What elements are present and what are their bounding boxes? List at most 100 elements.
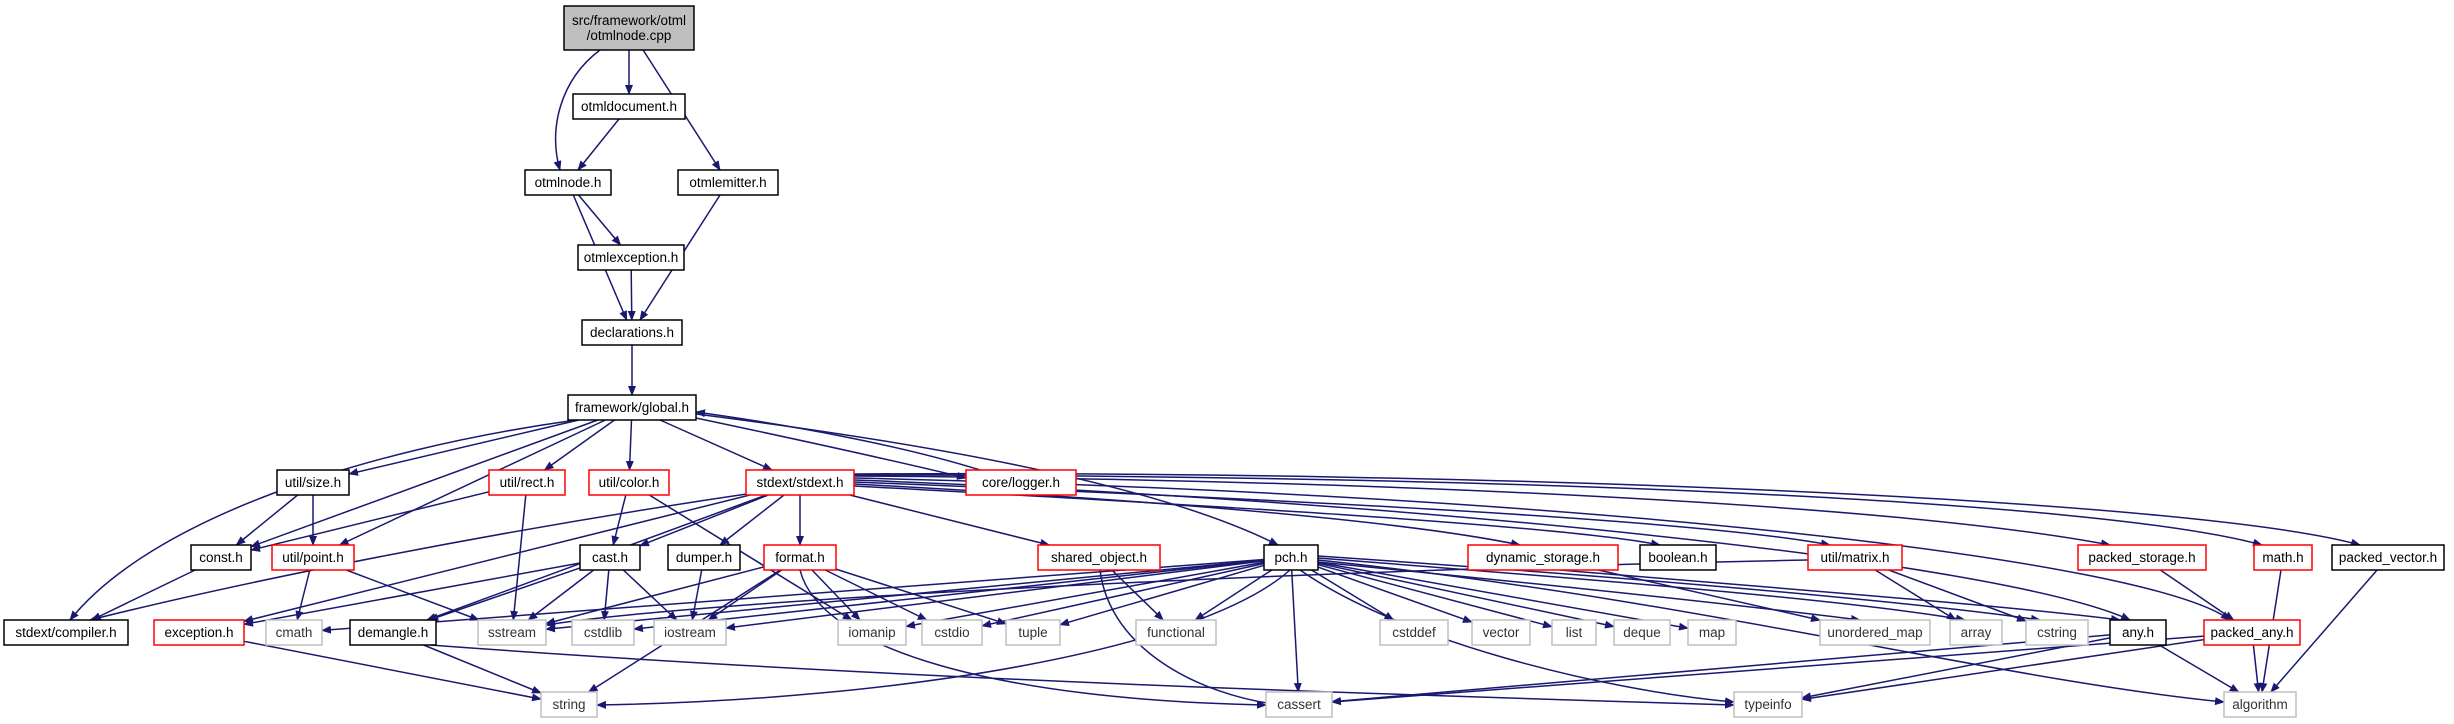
node-label: cast.h: [592, 550, 628, 565]
edge-otmlnode_cpp-to-otmlnode_h: [553, 49, 601, 171]
node-label: stdext/stdext.h: [756, 475, 843, 490]
node-matrix_h[interactable]: util/matrix.h: [1807, 544, 1903, 571]
node-packed_storage_h[interactable]: packed_storage.h: [2077, 544, 2207, 571]
node-exception_h[interactable]: exception.h: [153, 619, 245, 646]
node-box: [1379, 619, 1449, 646]
edge-pch_h-to-functional: [1194, 569, 1273, 621]
edge-stdext_h-to-dynamic_storage_h: [853, 483, 1521, 548]
node-label: packed_any.h: [2210, 625, 2293, 640]
node-label: exception.h: [164, 625, 233, 640]
node-color_h[interactable]: util/color.h: [588, 469, 670, 496]
node-label: format.h: [775, 550, 825, 565]
edge-pch_h-to-cstring: [1317, 555, 2041, 623]
node-global_h[interactable]: framework/global.h: [567, 394, 697, 421]
node-box: [677, 169, 779, 196]
edge-global_h-to-compiler_h: [69, 419, 577, 621]
node-box: [571, 619, 635, 646]
node-tuple: tuple: [1005, 619, 1061, 646]
node-packed_vector_h[interactable]: packed_vector.h: [2331, 544, 2445, 571]
node-declarations_h[interactable]: declarations.h: [581, 319, 683, 346]
node-logger_h[interactable]: core/logger.h: [965, 469, 1077, 496]
edge-packed_any_h-to-algorithm: [2252, 644, 2262, 693]
node-iomanip: iomanip: [837, 619, 907, 646]
node-otmldocument_h[interactable]: otmldocument.h: [572, 93, 686, 120]
edge-otmlnode_h-to-otmlexception_h: [577, 194, 622, 246]
node-pch_h[interactable]: pch.h: [1263, 544, 1319, 571]
edge-format_h-to-cstdio: [824, 569, 928, 621]
node-box: [349, 619, 437, 646]
edge-matrix_h-to-cstring: [1888, 569, 2027, 622]
node-dumper_h[interactable]: dumper.h: [667, 544, 741, 571]
node-box: [1471, 619, 1531, 646]
node-box: [965, 469, 1077, 496]
node-box: [577, 244, 685, 271]
node-box: [581, 319, 683, 346]
node-any_h[interactable]: any.h: [2109, 619, 2167, 646]
node-format_h[interactable]: format.h: [763, 544, 837, 571]
edge-pch_h-to-cstdio: [981, 562, 1265, 628]
edge-pch_h-to-map: [1317, 561, 1689, 631]
node-label: util/color.h: [599, 475, 660, 490]
node-functional: functional: [1135, 619, 1217, 646]
node-boolean_h[interactable]: boolean.h: [1639, 544, 1717, 571]
node-shared_object_h[interactable]: shared_object.h: [1037, 544, 1161, 571]
node-label: algorithm: [2232, 697, 2288, 712]
node-box: [745, 469, 855, 496]
node-box: [921, 619, 983, 646]
node-box: [2025, 619, 2089, 646]
node-box: [2203, 619, 2301, 646]
node-box: [3, 619, 129, 646]
node-box: [572, 93, 686, 120]
node-box: [563, 5, 695, 51]
edge-packed_any_h-to-typeinfo: [1801, 638, 2205, 703]
edge-demangle_h-to-typeinfo: [429, 644, 1735, 709]
node-otmlnode_cpp[interactable]: src/framework/otml/otmlnode.cpp: [563, 5, 695, 51]
node-box: [1819, 619, 1931, 646]
node-demangle_h[interactable]: demangle.h: [349, 619, 437, 646]
node-box: [1639, 544, 1717, 571]
node-box: [1467, 544, 1619, 571]
node-label: any.h: [2122, 625, 2154, 640]
edge-exception_h-to-string: [243, 640, 542, 702]
node-rect_h[interactable]: util/rect.h: [488, 469, 566, 496]
node-box: [667, 544, 741, 571]
node-box: [1263, 544, 1319, 571]
node-cstdio: cstdio: [921, 619, 983, 646]
node-math_h[interactable]: math.h: [2253, 544, 2313, 571]
node-label: otmlemitter.h: [689, 175, 766, 190]
node-dynamic_storage_h[interactable]: dynamic_storage.h: [1467, 544, 1619, 571]
edge-dynamic_storage_h-to-any_h: [1559, 569, 2121, 623]
node-label: framework/global.h: [575, 400, 689, 415]
node-size_h[interactable]: util/size.h: [276, 469, 350, 496]
edges-layer: [69, 49, 2378, 709]
edge-stdext_h-to-any_h: [853, 479, 2131, 621]
edge-stdext_h-to-math_h: [853, 474, 2263, 547]
edge-stdext_h-to-packed_storage_h: [853, 475, 2111, 548]
node-box: [153, 619, 245, 646]
edge-otmldocument_h-to-otmlnode_h: [577, 118, 620, 171]
node-packed_any_h[interactable]: packed_any.h: [2203, 619, 2301, 646]
node-label: cmath: [276, 625, 313, 640]
edge-pch_h-to-iomanip: [905, 561, 1265, 629]
node-otmlexception_h[interactable]: otmlexception.h: [577, 244, 685, 271]
node-otmlnode_h[interactable]: otmlnode.h: [524, 169, 612, 196]
node-point_h[interactable]: util/point.h: [271, 544, 355, 571]
edge-matrix_h-to-array: [1874, 569, 1957, 621]
node-label: tuple: [1018, 625, 1047, 640]
node-label: iomanip: [848, 625, 895, 640]
edge-global_h-to-stdext_h: [659, 419, 773, 471]
node-cmath: cmath: [265, 619, 323, 646]
node-box: [2331, 544, 2445, 571]
edge-size_h-to-const_h: [235, 494, 299, 546]
edge-dynamic_storage_h-to-unordered_map: [1598, 569, 1821, 623]
node-cast_h[interactable]: cast.h: [579, 544, 641, 571]
node-compiler_h[interactable]: stdext/compiler.h: [3, 619, 129, 646]
node-label: cstdio: [934, 625, 969, 640]
node-otmlemitter_h[interactable]: otmlemitter.h: [677, 169, 779, 196]
node-stdext_h[interactable]: stdext/stdext.h: [745, 469, 855, 496]
edge-format_h-to-cassert: [799, 569, 1267, 709]
edge-global_h-to-logger_h: [695, 417, 967, 480]
node-label: demangle.h: [358, 625, 429, 640]
node-const_h[interactable]: const.h: [190, 544, 252, 571]
node-label: iostream: [664, 625, 716, 640]
